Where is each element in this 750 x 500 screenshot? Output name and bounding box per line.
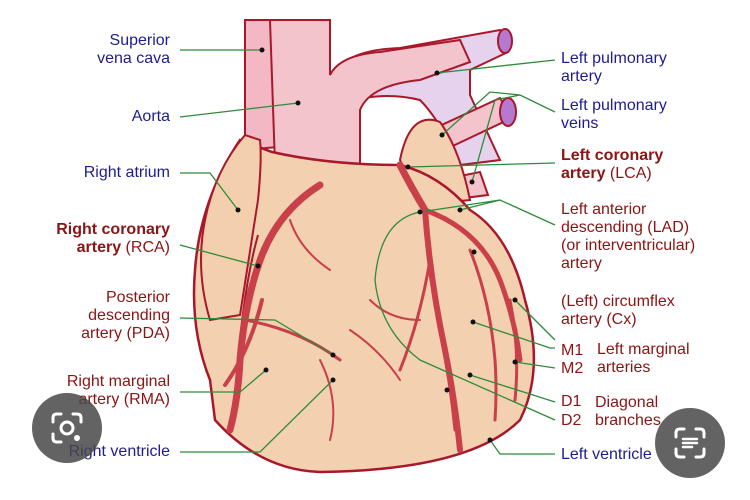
d2-vessel [438,328,457,432]
small-branch-4 [369,299,421,321]
label-m1: M1 [561,342,584,359]
label-d2: D2 [561,412,582,429]
label-left-ventricle: Left ventricle [561,446,652,463]
label-rma: Right marginal artery (RMA) [66,373,170,408]
label-aorta: Aorta [131,108,170,125]
label-left-marginal-arteries: Left marginal arteries [597,341,690,376]
pulmonary-vein-opening [499,97,517,127]
text-scan-button[interactable] [655,408,725,478]
leader-dots [235,47,518,443]
label-cx: (Left) circumflex artery (Cx) [561,293,675,328]
small-branch-3 [319,359,335,441]
small-branch-2 [349,329,401,381]
lca-vessel [396,161,429,214]
label-left-pulmonary-veins: Left pulmonary veins [561,97,667,132]
pulmonary-artery-opening [497,28,513,54]
rca-vessel [226,181,324,434]
text-scan-icon [674,427,706,459]
coronary-arteries [223,161,523,453]
d1-vessel [398,258,432,372]
label-diagonal-branches: Diagonal branches [595,394,661,429]
label-rca: Right coronary artery (RCA) [56,221,170,256]
google-lens-icon [51,412,83,444]
label-right-atrium: Right atrium [83,164,170,181]
label-lad: Left anterior descending (LAD) (or inter… [561,201,696,272]
label-superior-vena-cava: Superior vena cava [97,32,170,67]
label-left-pulmonary-artery: Left pulmonary artery [561,50,667,85]
label-d1: D1 [561,393,582,410]
leader-lines [179,49,556,455]
m1-vessel [468,248,498,422]
small-branch-1 [289,219,331,271]
aorta-shape [268,19,472,172]
label-m2: M2 [561,360,584,377]
right-atrium-shape [200,133,262,322]
label-pda: Posterior descending artery (PDA) [81,289,170,342]
google-lens-button[interactable] [32,393,102,463]
rma-vessel [223,298,264,387]
label-lca: Left coronary artery (LCA) [561,147,664,182]
